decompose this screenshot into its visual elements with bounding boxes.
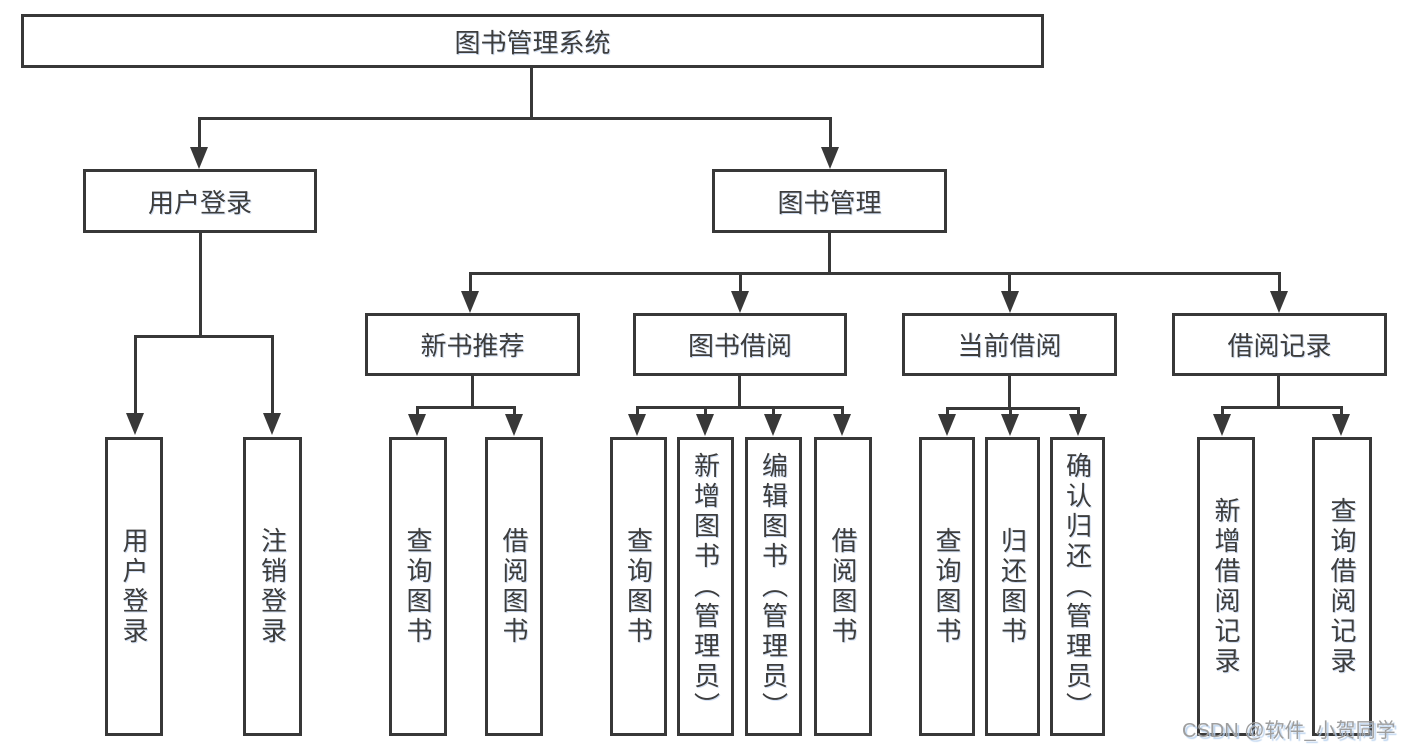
node-current-borrow: 当前借阅	[902, 313, 1117, 376]
connector-leaf	[946, 407, 949, 416]
connector-current-borrow-stem	[1008, 375, 1011, 409]
leaf-confirm-return-admin-label: 确认归还（管理员）	[1062, 451, 1093, 722]
leaf-query-books-recommend-label: 查询图书	[403, 526, 433, 647]
node-borrow-records: 借阅记录	[1172, 313, 1387, 376]
connector-to-leaf-user-login	[134, 335, 137, 417]
csdn-watermark: CSDN @软件_小贺同学	[1182, 720, 1396, 742]
arrowhead-icon	[938, 414, 956, 436]
arrowhead-icon	[1213, 414, 1231, 436]
connector-leaf	[636, 406, 639, 416]
arrowhead-icon	[833, 414, 851, 436]
leaf-logout-login-label: 注销登录	[257, 526, 288, 647]
connector-to-book-borrow	[739, 272, 742, 293]
connector-new-book-stem	[471, 375, 474, 408]
leaf-query-books-recommend: 查询图书	[389, 437, 447, 736]
connector-to-current-borrow	[1008, 272, 1011, 293]
arrowhead-icon	[1001, 414, 1019, 436]
node-root-label: 图书管理系统	[454, 27, 611, 58]
arrowhead-icon	[1069, 414, 1087, 436]
arrowhead-icon	[505, 414, 523, 436]
connector-current-borrow-split	[946, 407, 1080, 410]
arrowhead-icon	[263, 413, 281, 435]
leaf-add-books-admin-label: 新增图书（管理员）	[690, 451, 721, 722]
leaf-add-borrow-record-label: 新增借阅记录	[1211, 496, 1241, 677]
connector-to-new-book	[469, 272, 472, 293]
leaf-edit-books-admin-label: 编辑图书（管理员）	[758, 451, 789, 722]
node-root: 图书管理系统	[21, 14, 1044, 68]
leaf-edit-books-admin: 编辑图书（管理员）	[745, 437, 802, 736]
node-user-login-label: 用户登录	[147, 187, 252, 218]
connector-user-login-stem	[199, 231, 202, 337]
node-borrow-records-label: 借阅记录	[1227, 331, 1332, 361]
connector-leaf	[772, 406, 775, 416]
arrowhead-icon	[628, 414, 646, 436]
leaf-borrow-books-recommend: 借阅图书	[485, 437, 543, 736]
connector-borrow-records-split	[1221, 406, 1343, 409]
connector-leaf	[704, 406, 707, 416]
node-new-book-recommend-label: 新书推荐	[420, 331, 525, 361]
connector-leaf	[1340, 406, 1343, 416]
connector-leaf	[513, 406, 516, 416]
leaf-query-books-borrow: 查询图书	[610, 437, 667, 736]
leaf-borrow-books-recommend-label: 借阅图书	[499, 526, 529, 647]
connector-leaf	[1009, 407, 1012, 416]
arrowhead-icon	[821, 147, 839, 169]
leaf-user-login: 用户登录	[105, 437, 163, 736]
connector-level3-split	[469, 272, 1281, 275]
connector-user-login-split	[134, 335, 274, 338]
leaf-user-login-label: 用户登录	[119, 526, 149, 647]
leaf-return-books-label: 归还图书	[997, 526, 1028, 647]
connector-leaf	[416, 406, 419, 416]
leaf-query-borrow-record-label: 查询借阅记录	[1327, 496, 1357, 677]
connector-to-borrow-records	[1278, 272, 1281, 293]
arrowhead-icon	[461, 291, 479, 313]
arrowhead-icon	[126, 413, 144, 435]
arrowhead-icon	[764, 414, 782, 436]
leaf-query-books-current: 查询图书	[919, 437, 975, 736]
arrowhead-icon	[1001, 291, 1019, 313]
connector-leaf	[1077, 407, 1080, 416]
leaf-confirm-return-admin: 确认归还（管理员）	[1050, 437, 1105, 736]
leaf-return-books: 归还图书	[985, 437, 1040, 736]
node-new-book-recommend: 新书推荐	[365, 313, 580, 376]
connector-new-book-split	[416, 406, 516, 409]
leaf-add-borrow-record: 新增借阅记录	[1197, 437, 1255, 736]
connector-leaf	[841, 406, 844, 416]
leaf-query-books-borrow-label: 查询图书	[623, 526, 654, 647]
connector-book-borrow-split	[636, 406, 844, 409]
connector-level1-split	[198, 117, 831, 120]
leaf-add-books-admin: 新增图书（管理员）	[677, 437, 734, 736]
connector-leaf	[1221, 406, 1224, 416]
connector-to-leaf-logout	[271, 335, 274, 417]
arrowhead-icon	[1332, 414, 1350, 436]
arrowhead-icon	[1270, 291, 1288, 313]
leaf-query-books-current-label: 查询图书	[932, 526, 962, 647]
leaf-borrow-books: 借阅图书	[814, 437, 872, 736]
arrowhead-icon	[408, 414, 426, 436]
node-current-borrow-label: 当前借阅	[957, 331, 1062, 361]
node-book-management: 图书管理	[712, 169, 947, 233]
node-user-login: 用户登录	[83, 169, 317, 233]
node-book-borrow: 图书借阅	[633, 313, 847, 376]
arrowhead-icon	[731, 291, 749, 313]
node-book-management-label: 图书管理	[777, 187, 882, 218]
leaf-query-borrow-record: 查询借阅记录	[1312, 437, 1372, 736]
node-book-borrow-label: 图书借阅	[687, 331, 792, 361]
connector-to-user-login	[198, 117, 201, 151]
connector-book-management-stem	[828, 231, 831, 274]
arrowhead-icon	[190, 147, 208, 169]
leaf-borrow-books-label: 借阅图书	[828, 526, 858, 647]
leaf-logout-login: 注销登录	[243, 437, 302, 736]
arrowhead-icon	[696, 414, 714, 436]
connector-book-borrow-stem	[738, 375, 741, 408]
connector-to-book-management	[829, 117, 832, 151]
connector-borrow-records-stem	[1277, 375, 1280, 408]
connector-root-stem	[530, 66, 533, 119]
